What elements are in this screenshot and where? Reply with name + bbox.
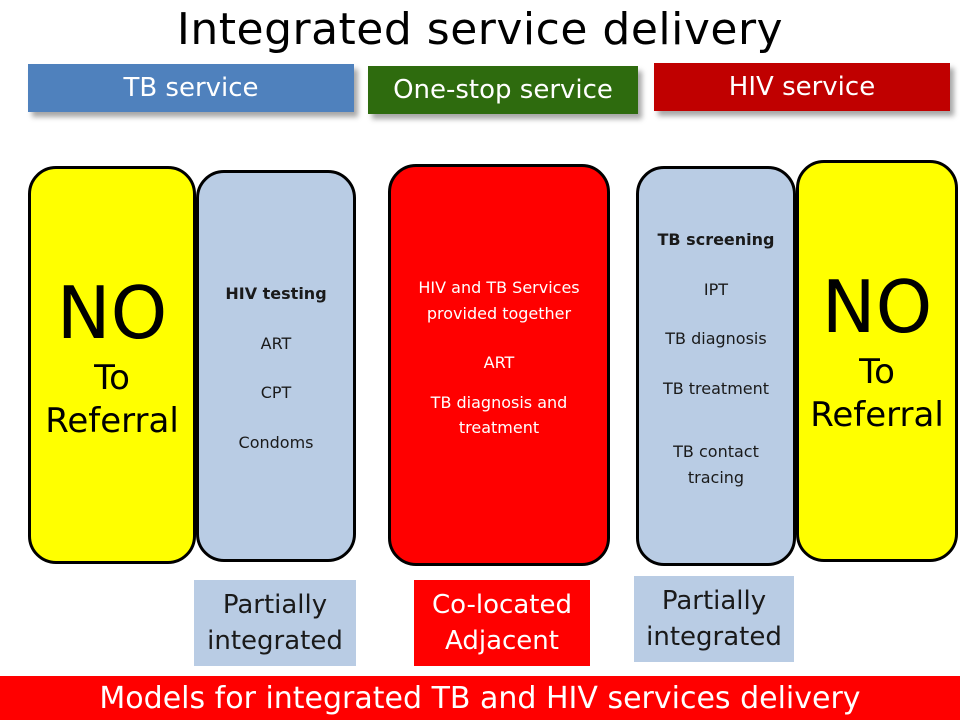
left-referral-text: Referral [45,400,179,441]
left-to-text: To [94,358,130,398]
tb-screening-item: TB contact tracing [673,442,759,487]
hiv-testing-item: Condoms [238,432,314,452]
tb-service-header: TB service [28,64,354,112]
footer-banner: Models for integrated TB and HIV service… [0,676,960,720]
center-model-label-line: Co-located [432,589,572,620]
tb-screening-heading: TB screening [657,230,775,249]
one-stop-service-label: One-stop service [393,75,613,105]
left-no-referral-box: NO To Referral [28,166,196,564]
tb-screening-item: TB diagnosis [665,329,767,349]
tb-screening-box: TB screening IPT TB diagnosis TB treatme… [636,166,796,566]
left-model-label-line: integrated [207,626,343,656]
one-stop-item: TB diagnosis and treatment [430,392,568,438]
one-stop-services-box: HIV and TB Services provided together AR… [388,164,610,566]
tb-screening-item: TB treatment [662,378,770,398]
one-stop-item: ART [483,353,515,373]
right-model-label-line: Partially [661,585,767,616]
center-model-label-line: Adjacent [445,626,559,656]
hiv-testing-heading: HIV testing [225,284,327,303]
right-no-referral-box: NO To Referral [796,160,958,562]
footer-text: Models for integrated TB and HIV service… [99,680,861,716]
center-model-label: Co-located Adjacent [414,580,590,666]
hiv-service-label: HIV service [728,72,876,102]
one-stop-heading: HIV and TB Services provided together [418,278,580,323]
right-to-text: To [859,352,895,392]
right-referral-text: Referral [810,394,944,435]
hiv-service-header: HIV service [654,63,950,111]
page-title: Integrated service delivery [176,4,784,55]
one-stop-service-header: One-stop service [368,66,638,114]
right-no-text: NO [821,265,933,349]
tb-service-label: TB service [123,73,259,103]
right-model-label-line: integrated [646,622,782,652]
hiv-testing-item: CPT [260,383,292,403]
hiv-testing-item: ART [260,333,292,353]
left-no-text: NO [56,271,168,355]
right-model-label: Partially integrated [634,576,794,662]
hiv-testing-box: HIV testing ART CPT Condoms [196,170,356,562]
left-model-label-line: Partially [222,589,328,620]
tb-screening-item: IPT [703,279,729,299]
left-model-label: Partially integrated [194,580,356,666]
